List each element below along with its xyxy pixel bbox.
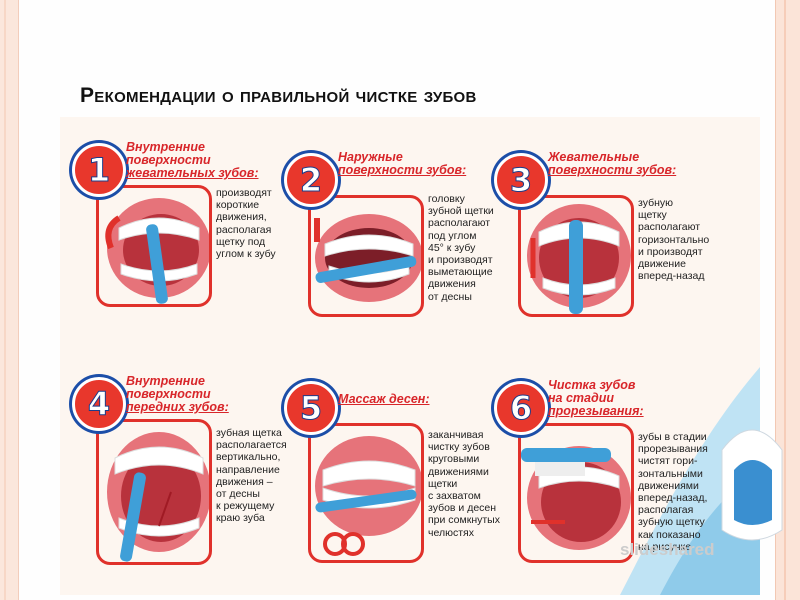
card-heading: Жевательные поверхности зубов: [548, 150, 677, 177]
card-heading: Чистка зубов на стадии прорезывания: [548, 378, 644, 418]
step-number-badge: 6 [494, 381, 548, 435]
step-number-badge: 4 [72, 377, 126, 431]
card-heading: Внутренние поверхности передних зубов: [126, 374, 229, 414]
card-heading: Массаж десен: [338, 392, 430, 406]
card-heading: Наружные поверхности зубов: [338, 150, 467, 177]
mouth-inner-front-icon [96, 419, 212, 565]
tooth-cartoon-icon [721, 429, 783, 541]
step-number-badge: 2 [284, 153, 338, 207]
card-heading: Внутренние поверхности жевательных зубов… [126, 140, 259, 180]
mouth-inner-chewing-icon [96, 185, 212, 307]
right-border-line [784, 0, 786, 600]
slide-title: Рекомендации о правильной чистке зубов [80, 84, 477, 107]
watermark: slideshared [620, 540, 715, 559]
card-4: 4 Внутренние поверхности передних зубов:… [70, 374, 287, 565]
illustration-sheet: 1 Внутренние поверхности жевательных зуб… [60, 117, 760, 595]
mouth-eruption-icon [518, 423, 634, 563]
left-border-stripe [0, 0, 19, 600]
mouth-chewing-icon [518, 195, 634, 317]
step-number-badge: 3 [494, 153, 548, 207]
step-number-badge: 5 [284, 381, 338, 435]
mouth-outer-icon [308, 195, 424, 317]
card-1: 1 Внутренние поверхности жевательных зуб… [70, 141, 282, 309]
step-number-badge: 1 [72, 143, 126, 197]
card-6: 6 Чистка зубов на стадии прорезывания: з… [492, 378, 708, 563]
left-border-line [4, 0, 6, 600]
mouth-gum-massage-icon [308, 423, 424, 563]
